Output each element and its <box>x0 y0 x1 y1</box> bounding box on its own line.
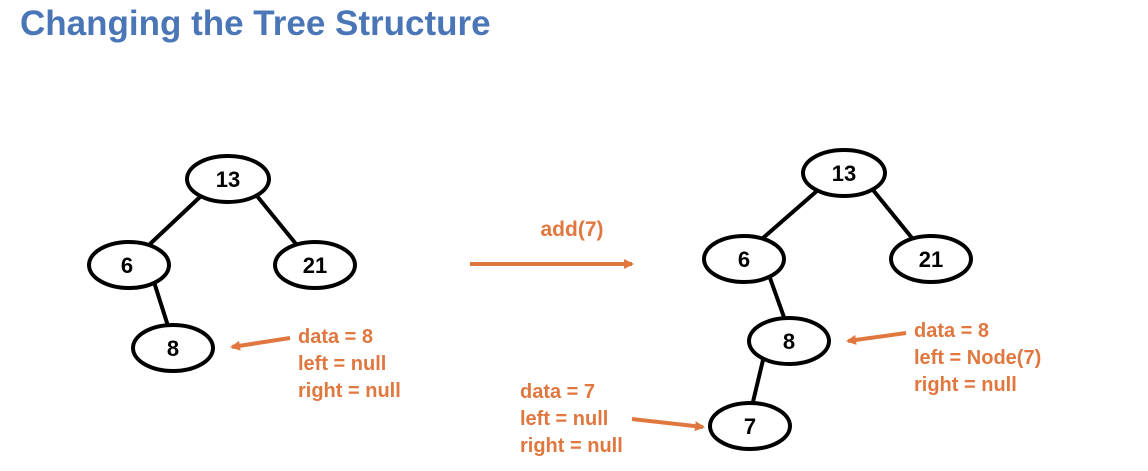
annotation-arrow <box>846 331 907 345</box>
edge-8-7 <box>750 359 765 407</box>
tree-node-7: 7 <box>708 401 792 451</box>
node-7-annotation: data = 7 left = null right = null <box>520 381 623 457</box>
after-tree: 13 6 21 8 7 data = 8 left = Node(7) righ… <box>520 148 1041 457</box>
edge-13-21 <box>255 194 298 246</box>
annotation-line: data = 8 <box>914 320 989 342</box>
annotation-line: data = 7 <box>520 381 595 403</box>
node-label: 8 <box>783 329 795 354</box>
node-label: 13 <box>216 167 240 192</box>
annotation-arrow <box>230 336 291 351</box>
node-label: 7 <box>744 414 756 439</box>
annotation-line: left = Node(7) <box>914 347 1041 369</box>
operation: add(7) <box>470 218 634 269</box>
node-label: 21 <box>919 247 943 272</box>
annotation-line: right = null <box>914 374 1017 396</box>
node-label: 13 <box>832 161 856 186</box>
annotation-line: right = null <box>520 435 623 457</box>
node-8-annotation: data = 8 left = null right = null <box>298 326 401 402</box>
edge-6-8 <box>152 281 170 327</box>
tree-node-8: 8 <box>747 316 831 366</box>
tree-node-21: 21 <box>273 240 357 290</box>
edge-13-6 <box>761 188 820 240</box>
tree-node-21: 21 <box>889 234 973 284</box>
page-title: Changing the Tree Structure <box>20 4 491 43</box>
annotation-line: right = null <box>298 380 401 402</box>
tree-node-13: 13 <box>801 148 887 198</box>
annotation-line: left = null <box>520 408 608 430</box>
tree-node-6: 6 <box>87 240 171 290</box>
tree-node-6: 6 <box>702 234 786 284</box>
tree-node-8: 8 <box>131 323 215 373</box>
tree-node-13: 13 <box>185 154 271 204</box>
annotation-line: left = null <box>298 353 386 375</box>
edge-13-6 <box>148 194 203 246</box>
annotation-arrow <box>631 417 705 432</box>
operation-label: add(7) <box>541 218 604 241</box>
node-label: 8 <box>167 336 179 361</box>
before-tree: 13 6 21 8 data = 8 left = null right = n… <box>87 154 401 402</box>
node-label: 21 <box>303 253 327 278</box>
node-label: 6 <box>738 247 750 272</box>
edge-13-21 <box>871 188 914 240</box>
edge-6-8 <box>768 277 787 321</box>
node-8-annotation: data = 8 left = Node(7) right = null <box>914 320 1041 396</box>
node-label: 6 <box>121 253 133 278</box>
annotation-line: data = 8 <box>298 326 373 348</box>
